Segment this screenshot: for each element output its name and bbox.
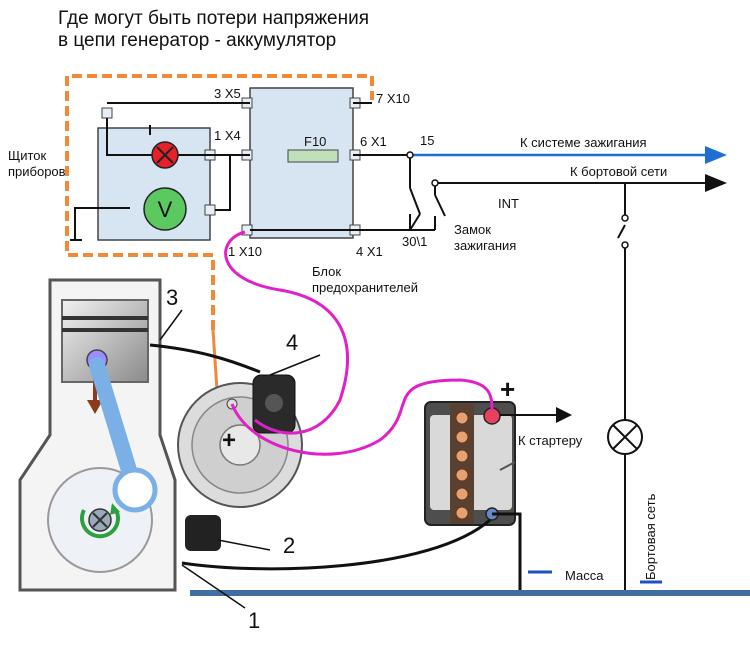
crank-pin [112,467,158,513]
wire-panel-ground [74,207,130,240]
terminal-label: 7 X10 [376,91,410,106]
panel-label-line-2: приборов [8,164,66,179]
callout-number-4: 4 [286,330,298,355]
fuse-label: F10 [304,134,326,149]
ignition-switch-label-line-1: Замок [454,222,491,237]
terminal-label: 30\1 [402,234,427,249]
terminal-square [101,107,113,119]
fuse-f10 [287,149,339,163]
panel-label-line-1: Щиток [8,148,46,163]
arrow-label-ignition: К системе зажигания [520,135,647,150]
switch-contact [431,179,439,187]
switch-contact [406,151,414,159]
onboard-net-vertical-label: Бортовая сеть [643,493,658,580]
arrow-label-starter: К стартеру [518,433,583,448]
fuse-block-label-line-1: Блок [312,264,341,279]
blue-arrow-head [705,146,727,164]
ground-bar [190,590,750,596]
switch-contact [621,241,629,249]
alternator-plus-sign: + [222,427,236,454]
lamp-icon [607,419,643,455]
terminal-label: 6 X1 [360,134,387,149]
battery-positive-terminal [483,407,501,425]
orange-dashed-wire [65,74,374,330]
wire-lamp-to-fuse [106,118,250,156]
callout-line-1 [181,564,246,609]
engine-block [18,278,177,592]
callout-number-2: 2 [283,533,295,558]
callout-number-3: 3 [166,285,178,310]
diagram-title-line-1: Где могут быть потери напряжения [58,8,369,29]
terminal-square [204,204,216,216]
rotation-arrow-icon [80,509,120,539]
switch-contact [621,214,629,222]
voltmeter-letter: V [158,197,173,222]
warning-lamp-icon [151,141,179,169]
magenta-wire-x10-to-alternator [224,230,349,435]
callout-line-2 [217,539,271,551]
terminal-label: INT [498,196,519,211]
callout-line-3 [159,309,183,341]
battery [424,401,516,526]
ignition-switch-label-line-2: зажигания [454,238,516,253]
callout-number-1: 1 [248,608,260,633]
black-arrow-head [705,174,727,192]
terminal-label: 1 X4 [214,128,241,143]
starter-arrow-head [556,407,572,423]
terminal-label: 3 X5 [214,86,241,101]
fuse-block [249,87,354,239]
ground-label: Масса [565,568,604,583]
terminal-label: 4 X1 [356,244,383,259]
terminal-label: 1 X10 [228,244,262,259]
diagram-title-line-2: в цепи генератор - аккумулятор [58,30,336,51]
cable-engine-to-battery-negative [181,518,491,571]
alternator [177,374,303,551]
wire-voltmeter [215,155,231,211]
voltmeter-icon: V [143,187,187,231]
onboard-branch [617,183,626,590]
battery-plus-sign: + [500,374,515,404]
fuse-block-label-line-2: предохранителей [312,280,418,295]
cable-battery-to-ground [492,512,522,590]
callout-line-4 [269,354,321,376]
arrow-label-onboard: К бортовой сети [570,164,667,179]
terminal-label: 15 [420,133,434,148]
alternator-mount [185,515,221,551]
cable-engine-to-alternator [149,343,261,374]
magenta-wire-alternator-to-battery [230,378,494,456]
